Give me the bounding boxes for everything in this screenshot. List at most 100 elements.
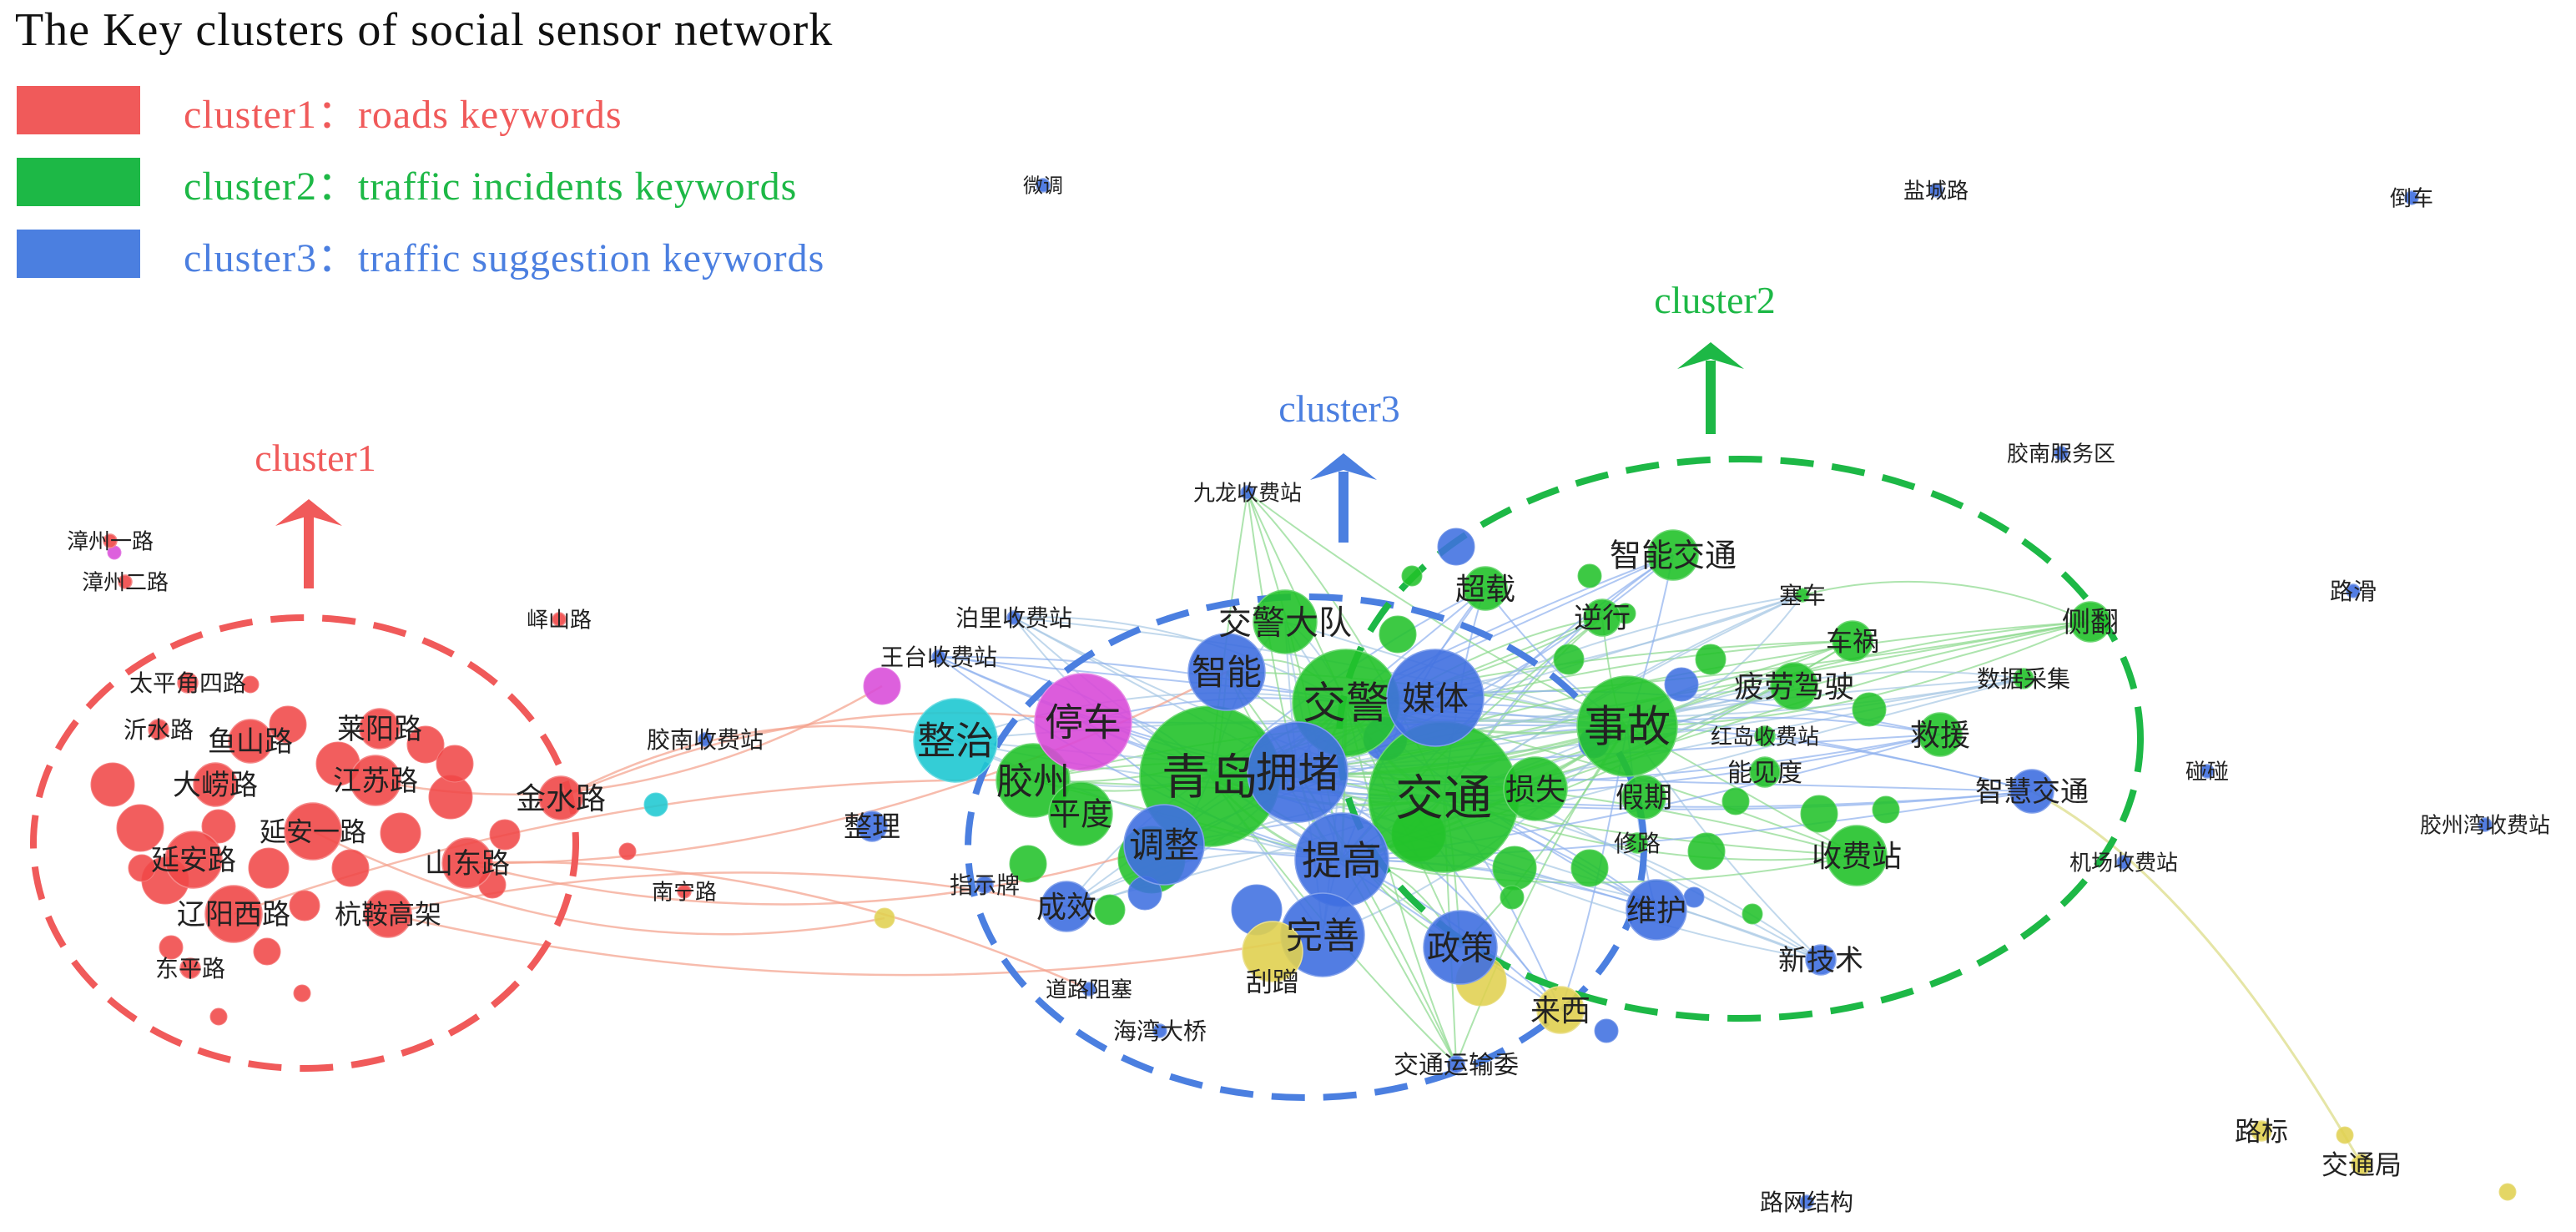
- node-green-4: [1253, 589, 1318, 654]
- legend-swatch-green: [17, 158, 140, 206]
- node-label-green-19: 损失: [1505, 773, 1565, 807]
- node-label-blue-23: 胶南服务区: [2007, 442, 2115, 467]
- node-label-green-21: 收费站: [1812, 840, 1902, 874]
- node-label-blue-0: 拥堵: [1256, 749, 1339, 797]
- node-green-17: [1749, 756, 1781, 788]
- node-label-green-17: 能见度: [1727, 759, 1802, 788]
- node-blue-28: [1036, 178, 1051, 193]
- node-blue-8: [856, 810, 888, 842]
- node-label-blue-5: 政策: [1427, 929, 1494, 967]
- node-label-red-1: 鱼山路: [208, 725, 293, 759]
- node-label-blue-17: 盐城路: [1903, 179, 1969, 204]
- node-green-minor: [1500, 885, 1525, 910]
- node-blue-20: [2478, 817, 2493, 832]
- node-blue-13: [1081, 982, 1096, 997]
- node-label-yellow-2: 路标: [2235, 1116, 2288, 1148]
- node-label-blue-21: 机场收费站: [2069, 851, 2178, 876]
- node-label-red-5: 江苏路: [333, 765, 418, 798]
- legend-item-cluster1: cluster1：roads keywords: [17, 83, 623, 137]
- node-red-minor: [380, 812, 421, 854]
- node-label-red-12: 金水路: [516, 782, 606, 816]
- node-label-green-4: 交警大队: [1218, 603, 1352, 642]
- node-label-blue-3: 调整: [1129, 825, 1199, 866]
- node-blue-2: [1187, 633, 1266, 711]
- node-label-blue-20: 胶州湾收费站: [2420, 813, 2550, 838]
- node-red-2: [359, 708, 401, 750]
- node-green-5: [996, 743, 1071, 818]
- node-red-minor: [489, 819, 521, 851]
- node-green-11: [1832, 620, 1873, 662]
- node-label-green-16: 红岛收费站: [1711, 725, 1819, 750]
- node-label-red-9: 辽阳西路: [177, 898, 290, 932]
- node-blue-minor: [1437, 528, 1475, 566]
- node-label-blue-19: 路滑: [2330, 578, 2377, 605]
- node-label-red-14: 漳州二路: [82, 570, 169, 595]
- node-label-green-2: 交警: [1303, 679, 1389, 730]
- node-label-blue-26: 王台收费站: [880, 644, 997, 671]
- node-red-14: [118, 574, 133, 589]
- node-label-blue-24: 九龙收费站: [1193, 481, 1302, 506]
- node-red-8: [441, 837, 493, 889]
- node-label-green-10: 塞车: [1779, 582, 1826, 609]
- node-green-minor: [1722, 787, 1750, 815]
- node-yellow-1: [1536, 986, 1585, 1034]
- node-blue-7: [1041, 881, 1092, 932]
- node-green-minor: [1852, 692, 1887, 727]
- node-green-18: [1621, 775, 1666, 820]
- node-label-red-16: 南宁路: [652, 880, 717, 905]
- node-red-minor: [331, 849, 370, 887]
- node-red-15: [552, 612, 567, 627]
- figure-title: The Key clusters of social sensor networ…: [15, 4, 834, 56]
- legend-label-cluster3: cluster3：traffic suggestion keywords: [184, 236, 825, 280]
- node-blue-10: [1805, 944, 1837, 976]
- node-label-blue-7: 成效: [1036, 891, 1096, 925]
- node-blue-19: [2346, 583, 2361, 598]
- node-red-minor: [289, 890, 320, 921]
- node-red-minor: [90, 762, 135, 807]
- node-label-blue-12: 指示牌: [950, 871, 1020, 899]
- node-label-red-7: 延安路: [151, 844, 236, 877]
- node-green-minor: [1800, 795, 1838, 833]
- node-blue-22: [2200, 764, 2215, 779]
- node-green-7: [1647, 529, 1699, 581]
- legend-label-cluster1: cluster1：roads keywords: [184, 93, 623, 137]
- node-cyan-0: [913, 698, 998, 783]
- node-red-9: [204, 885, 263, 943]
- cluster2-ellipse: [1336, 456, 2144, 1022]
- node-label-blue-6: 维护: [1626, 894, 1686, 928]
- cluster-arrows: [275, 342, 1744, 588]
- node-green-minor: [1872, 795, 1900, 824]
- node-red-minor: [159, 935, 184, 960]
- node-label-green-13: 疲劳驾驶: [1734, 670, 1854, 704]
- legend-swatch-blue: [17, 230, 140, 278]
- node-label-green-7: 智能交通: [1610, 538, 1737, 574]
- node-label-blue-1: 提高: [1302, 837, 1382, 884]
- node-blue-17: [1928, 183, 1943, 198]
- cluster3-label: cluster3: [1278, 387, 1400, 430]
- node-green-minor: [1379, 615, 1417, 654]
- node-red-12: [538, 775, 583, 820]
- node-green-13: [1770, 662, 1818, 710]
- node-green-6: [1048, 781, 1113, 846]
- node-red-minor: [209, 1007, 228, 1026]
- node-label-blue-27: 胶南收费站: [647, 726, 764, 754]
- node-label-green-1: 青岛: [1162, 749, 1258, 805]
- node-green-16: [1754, 725, 1776, 747]
- node-red-4: [193, 762, 238, 807]
- node-cyan-minor: [643, 792, 668, 817]
- node-label-blue-18: 倒车: [2390, 186, 2433, 211]
- node-yellow-0: [1242, 921, 1303, 982]
- node-green-minor: [1570, 849, 1609, 887]
- node-red-minor: [436, 745, 474, 783]
- node-blue-24: [1240, 485, 1255, 500]
- node-red-minor: [406, 725, 445, 764]
- node-blue-27: [698, 732, 713, 747]
- node-label-green-15: 救援: [1910, 719, 1970, 753]
- node-blue-25: [1006, 610, 1021, 625]
- node-label-blue-11: 媒体: [1402, 679, 1469, 718]
- node-green-minor: [1094, 894, 1126, 926]
- node-label-blue-2: 智能: [1192, 652, 1262, 693]
- node-green-8: [1463, 566, 1508, 611]
- node-blue-11: [1386, 649, 1485, 747]
